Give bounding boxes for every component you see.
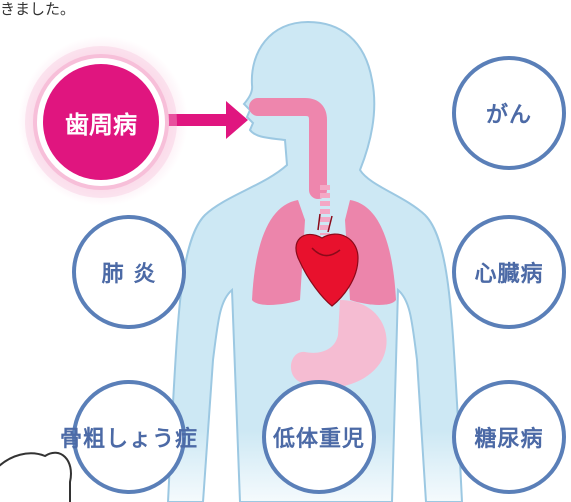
left-lung: [252, 200, 305, 305]
right-lung: [345, 200, 396, 305]
disease-label: 糖尿病: [474, 427, 544, 452]
disease-label: 肺 炎: [101, 262, 157, 287]
disease-label: がん: [485, 103, 532, 128]
trachea: [249, 98, 327, 199]
periodontal-disease-circle: 歯周病: [43, 64, 159, 180]
disease-label: 心臓病: [474, 262, 544, 287]
disease-circle-cancer: がん: [452, 56, 566, 170]
disease-circle-heart-disease: 心臓病: [452, 215, 566, 329]
periodontal-disease-label: 歯周病: [65, 110, 137, 139]
disease-circle-diabetes: 糖尿病: [452, 380, 566, 494]
disease-circle-osteoporosis: 骨粗しょう症: [60, 380, 197, 494]
speech-bubble: [0, 451, 72, 502]
disease-circle-low-birth-weight: 低体重児: [262, 380, 376, 494]
disease-label: 低体重児: [272, 427, 365, 452]
heart: [295, 233, 359, 307]
disease-label: 骨粗しょう症: [60, 427, 199, 452]
stomach: [290, 300, 387, 388]
arrow: [168, 101, 248, 139]
disease-circle-pneumonia: 肺 炎: [72, 215, 186, 329]
intro-text: きました。: [0, 0, 76, 18]
